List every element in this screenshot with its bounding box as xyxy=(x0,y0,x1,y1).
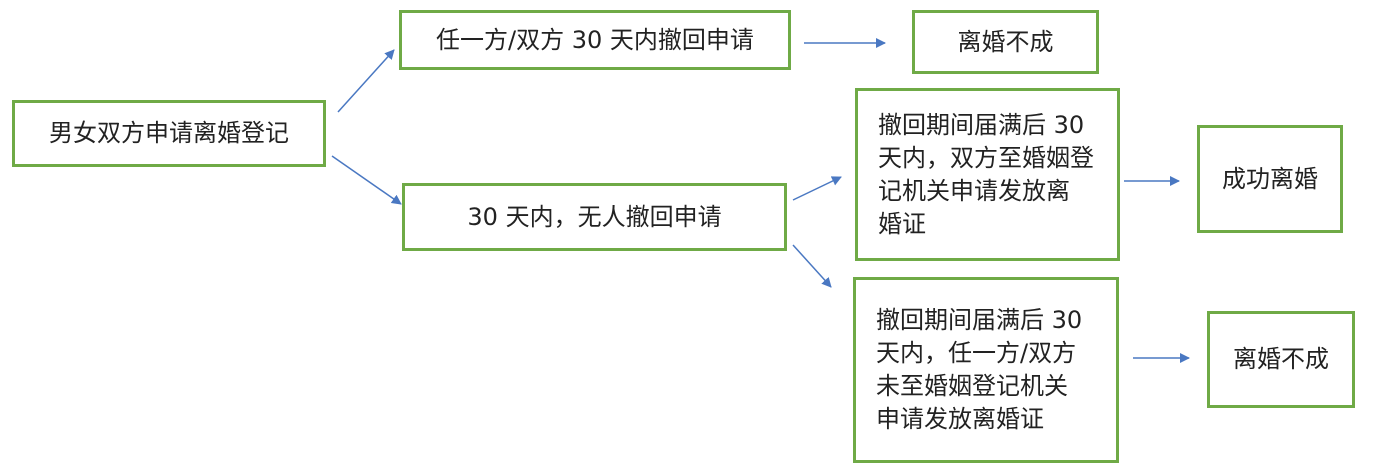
node-success-label: 成功离婚 xyxy=(1222,164,1318,193)
node-apply-cert-label: 撤回期间届满后 30 天内，双方至婚姻登 记机关申请发放离 婚证 xyxy=(878,110,1094,238)
arrow-start-to-no-withdraw xyxy=(331,155,402,205)
node-not-apply: 撤回期间届满后 30 天内，任一方/双方 未至婚姻登记机关 申请发放离婚证 xyxy=(853,277,1119,463)
node-withdraw: 任一方/双方 30 天内撤回申请 xyxy=(399,10,791,70)
arrow-no-withdraw-to-not-apply xyxy=(792,244,832,288)
node-apply-cert: 撤回期间届满后 30 天内，双方至婚姻登 记机关申请发放离 婚证 xyxy=(855,88,1120,261)
node-fail-label: 离婚不成 xyxy=(1233,345,1329,373)
node-start-label: 男女双方申请离婚登记 xyxy=(49,119,289,147)
node-start: 男女双方申请离婚登记 xyxy=(12,100,326,167)
node-fail: 离婚不成 xyxy=(1207,311,1355,408)
node-no-withdraw: 30 天内，无人撤回申请 xyxy=(402,183,787,251)
arrow-no-withdraw-to-apply xyxy=(792,176,842,201)
node-withdraw-result-label: 离婚不成 xyxy=(957,27,1054,56)
node-success: 成功离婚 xyxy=(1197,125,1343,233)
node-withdraw-result: 离婚不成 xyxy=(912,10,1099,74)
arrow-start-to-withdraw xyxy=(337,49,395,113)
node-no-withdraw-label: 30 天内，无人撤回申请 xyxy=(467,202,722,231)
node-withdraw-label: 任一方/双方 30 天内撤回申请 xyxy=(436,25,754,54)
node-not-apply-label: 撤回期间届满后 30 天内，任一方/双方 未至婚姻登记机关 申请发放离婚证 xyxy=(876,306,1083,433)
